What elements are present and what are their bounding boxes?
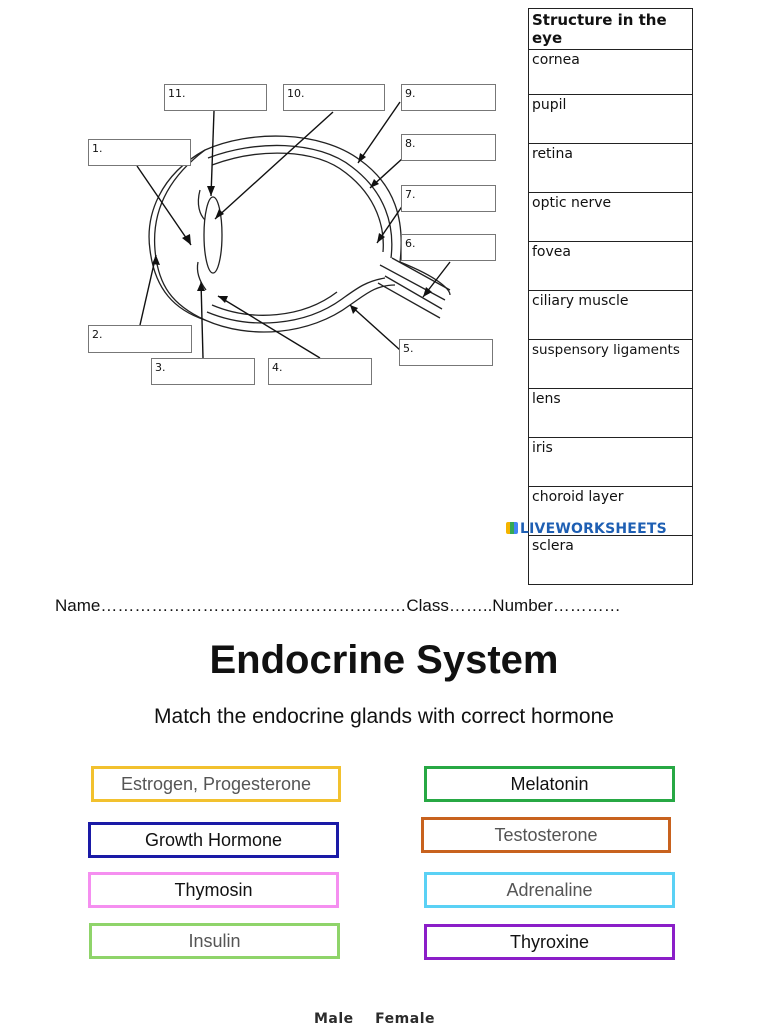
table-cell[interactable]: suspensory ligaments — [529, 340, 693, 389]
hormone-label: Melatonin — [510, 774, 588, 795]
hormone-label: Thyroxine — [510, 932, 589, 953]
eye-label-box-1[interactable]: 1. — [88, 139, 191, 166]
table-cell[interactable]: iris — [529, 438, 693, 487]
table-row[interactable]: optic nerve — [529, 193, 693, 242]
table-row[interactable]: fovea — [529, 242, 693, 291]
hormone-box-estrogen-progesterone[interactable]: Estrogen, Progesterone — [91, 766, 341, 802]
eye-label-box-11[interactable]: 11. — [164, 84, 267, 111]
eye-label-number: 6. — [405, 237, 416, 250]
eye-label-box-5[interactable]: 5. — [399, 339, 493, 366]
table-header: Structure in the eye — [529, 9, 693, 50]
eye-label-box-2[interactable]: 2. — [88, 325, 192, 353]
eye-label-box-10[interactable]: 10. — [283, 84, 385, 111]
eye-label-box-3[interactable]: 3. — [151, 358, 255, 385]
hormone-box-thymosin[interactable]: Thymosin — [88, 872, 339, 908]
footer-male-female: Male Female — [314, 1011, 435, 1027]
eye-optic-nerve — [378, 258, 450, 318]
hormone-label: Estrogen, Progesterone — [121, 774, 311, 795]
eye-label-box-6[interactable]: 6. — [401, 234, 496, 261]
liveworksheets-logo-icon — [506, 522, 518, 534]
hormone-label: Insulin — [188, 931, 240, 952]
hormone-label: Thymosin — [174, 880, 252, 901]
name-class-number-line: Name………………………………………………Class……..Number………… — [55, 596, 621, 616]
hormone-box-growth-hormone[interactable]: Growth Hormone — [88, 822, 339, 858]
liveworksheets-watermark: LIVEWORKSHEETS — [506, 521, 667, 537]
table-cell[interactable]: optic nerve — [529, 193, 693, 242]
eye-label-number: 9. — [405, 87, 416, 100]
eye-cornea — [155, 150, 205, 320]
structure-table: Structure in the eye cornea pupil retina… — [528, 8, 693, 585]
eye-lens — [204, 197, 222, 273]
table-cell[interactable]: fovea — [529, 242, 693, 291]
eye-label-number: 11. — [168, 87, 186, 100]
eye-label-number: 7. — [405, 188, 416, 201]
hormone-label: Adrenaline — [506, 880, 592, 901]
table-row[interactable]: lens — [529, 389, 693, 438]
table-row[interactable]: suspensory ligaments — [529, 340, 693, 389]
eye-label-box-9[interactable]: 9. — [401, 84, 496, 111]
table-cell[interactable]: retina — [529, 144, 693, 193]
table-cell[interactable]: cornea — [529, 50, 693, 95]
eye-label-number: 2. — [92, 328, 103, 341]
hormone-label: Testosterone — [494, 825, 597, 846]
table-row[interactable]: cornea — [529, 50, 693, 95]
page-subtitle: Match the endocrine glands with correct … — [0, 705, 768, 729]
watermark-text: LIVEWORKSHEETS — [520, 521, 667, 537]
hormone-box-adrenaline[interactable]: Adrenaline — [424, 872, 675, 908]
eye-label-number: 10. — [287, 87, 305, 100]
eye-iris-top — [198, 190, 205, 220]
table-row[interactable]: sclera — [529, 536, 693, 585]
page-title: Endocrine System — [0, 638, 768, 683]
eye-label-number: 1. — [92, 142, 103, 155]
table-cell[interactable]: ciliary muscle — [529, 291, 693, 340]
eye-label-box-7[interactable]: 7. — [401, 185, 496, 212]
eye-label-box-4[interactable]: 4. — [268, 358, 372, 385]
eye-label-number: 5. — [403, 342, 414, 355]
table-cell[interactable]: sclera — [529, 536, 693, 585]
table-cell[interactable]: lens — [529, 389, 693, 438]
hormone-box-thyroxine[interactable]: Thyroxine — [424, 924, 675, 960]
eye-label-number: 8. — [405, 137, 416, 150]
table-row[interactable]: pupil — [529, 95, 693, 144]
table-cell[interactable]: pupil — [529, 95, 693, 144]
table-header-row: Structure in the eye — [529, 9, 693, 50]
hormone-box-insulin[interactable]: Insulin — [89, 923, 340, 959]
hormone-box-melatonin[interactable]: Melatonin — [424, 766, 675, 802]
eye-label-number: 4. — [272, 361, 283, 374]
table-row[interactable]: iris — [529, 438, 693, 487]
table-row[interactable]: retina — [529, 144, 693, 193]
eye-label-box-8[interactable]: 8. — [401, 134, 496, 161]
table-row[interactable]: ciliary muscle — [529, 291, 693, 340]
hormone-box-testosterone[interactable]: Testosterone — [421, 817, 671, 853]
hormone-label: Growth Hormone — [145, 830, 282, 851]
eye-label-number: 3. — [155, 361, 166, 374]
